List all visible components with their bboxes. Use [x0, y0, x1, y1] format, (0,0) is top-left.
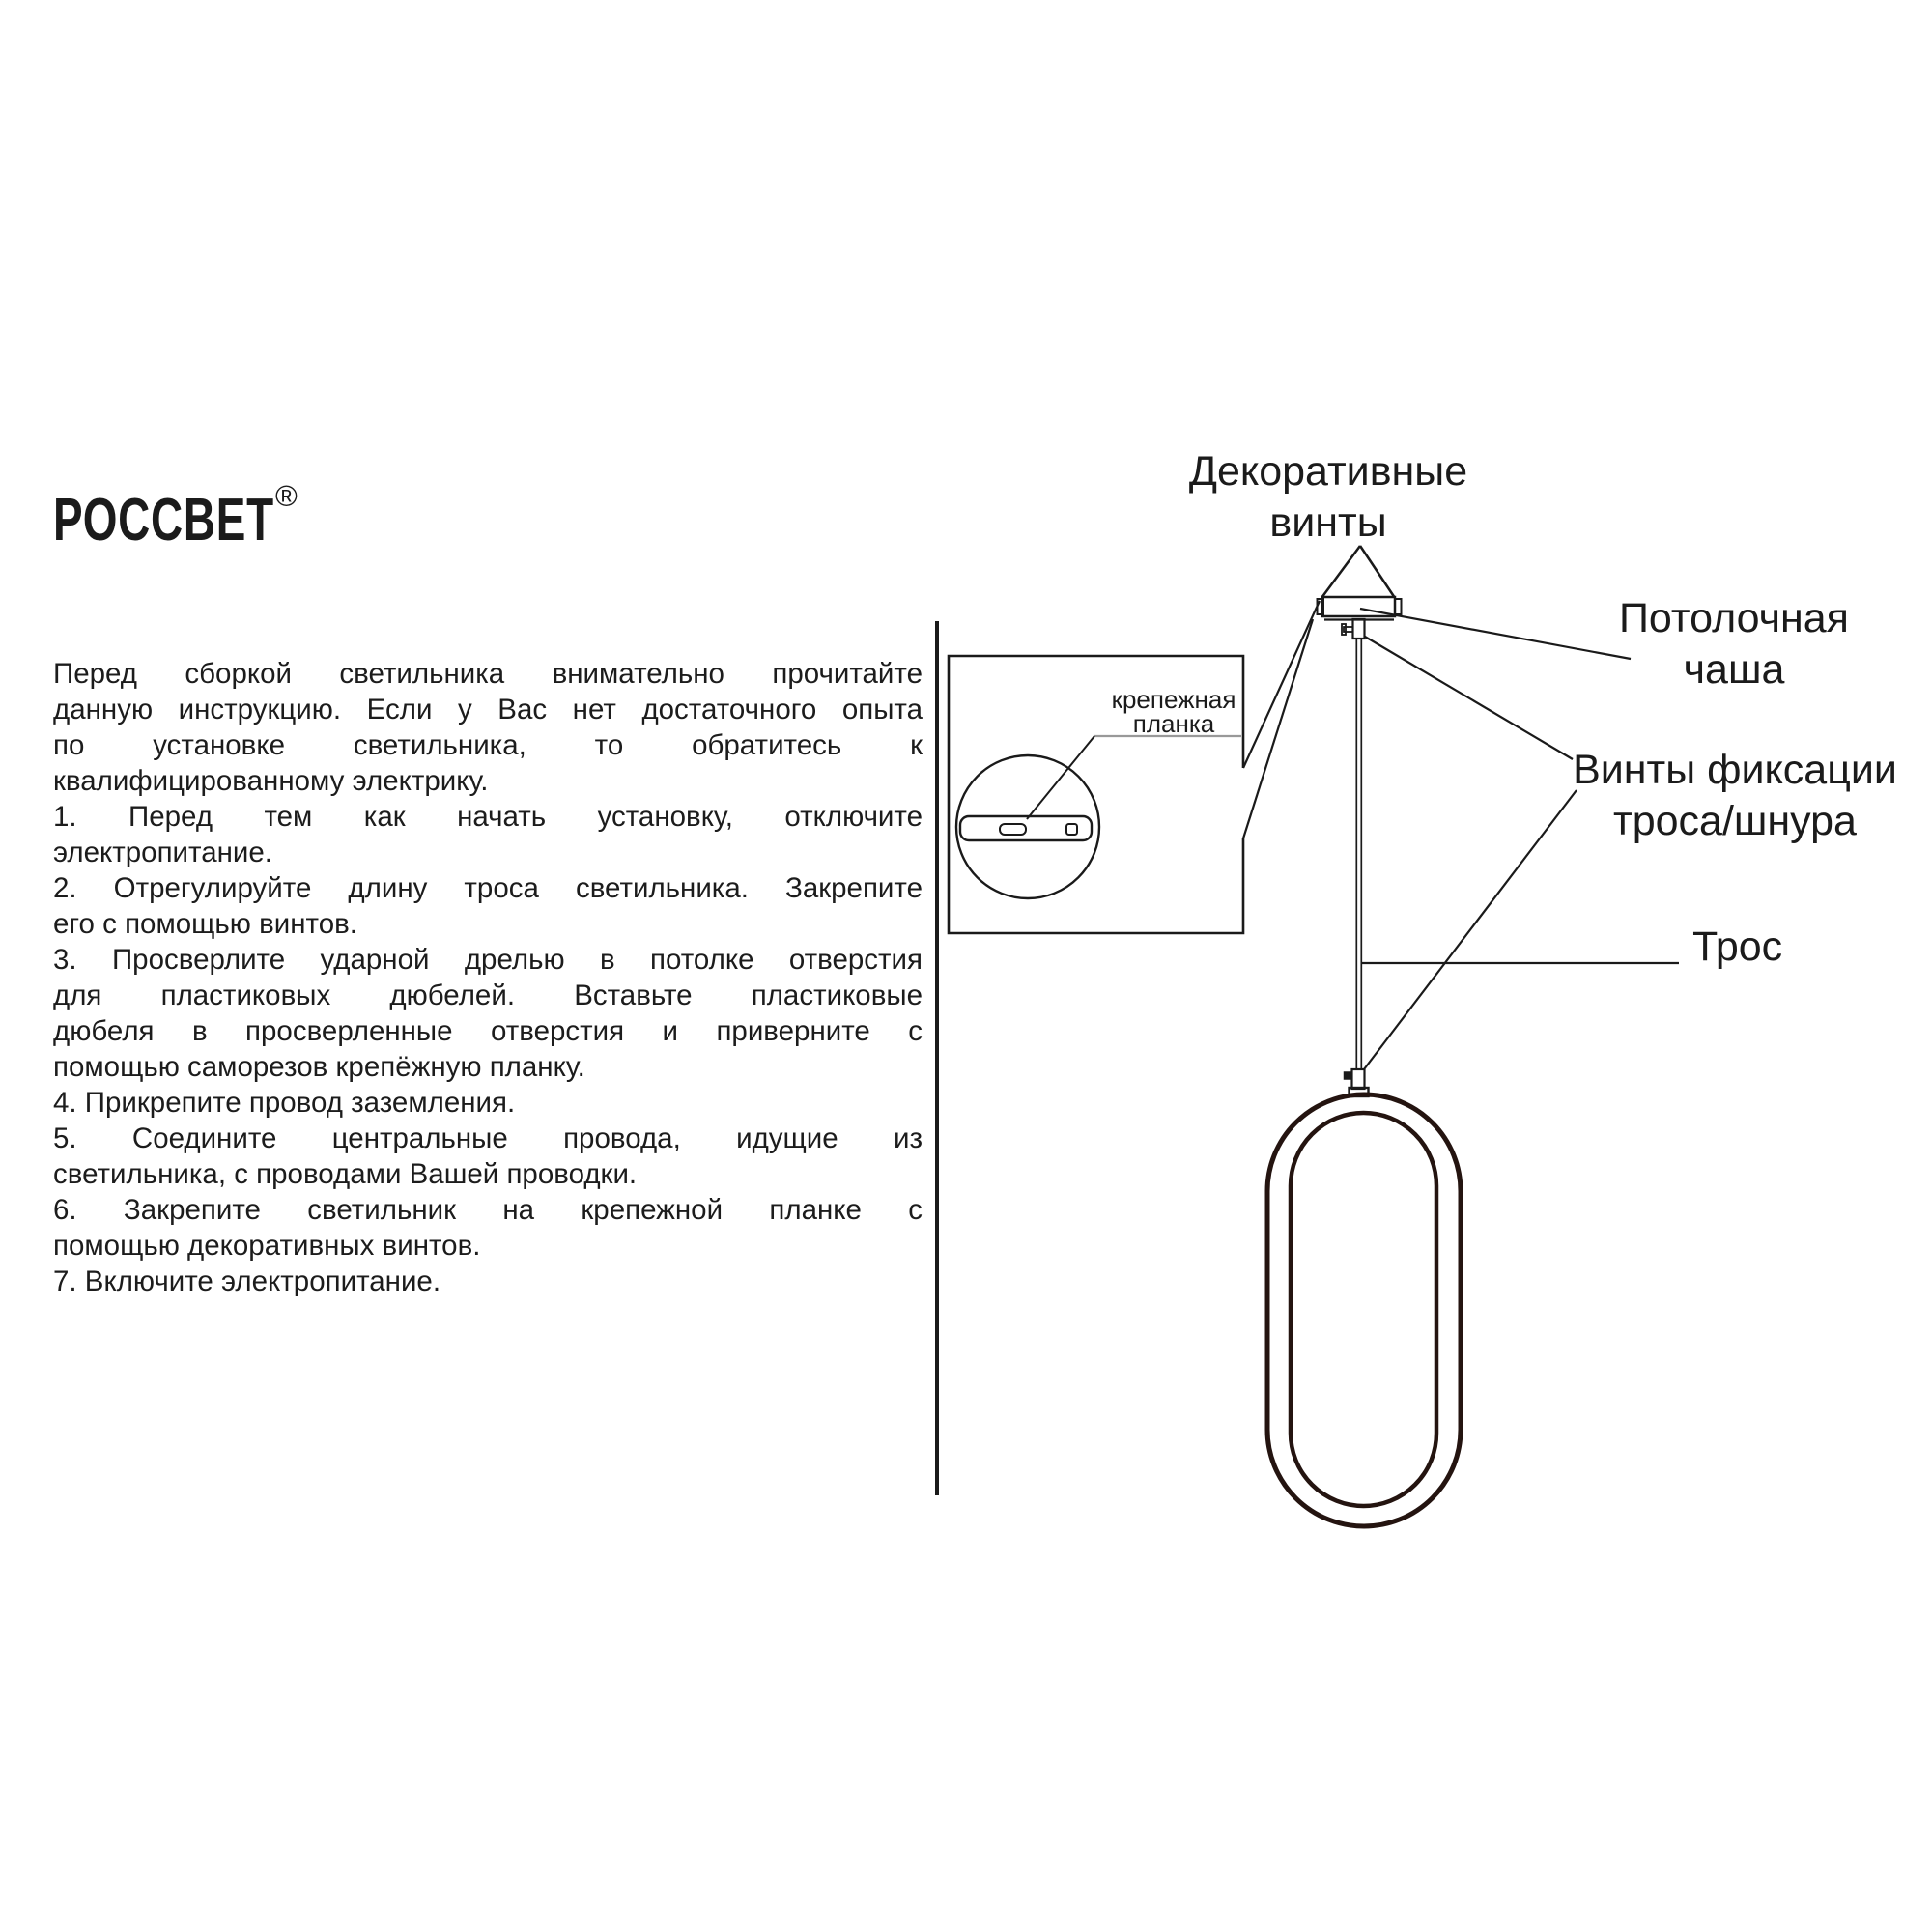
- instruction-line: дюбеля в просверленные отверстия и приве…: [53, 1015, 923, 1047]
- instruction-line: Перед сборкой светильника внимательно пр…: [53, 658, 923, 690]
- instruction-line: 2. Отрегулируйте длину троса светильника…: [53, 872, 923, 904]
- suspension-stem: [1351, 617, 1366, 640]
- instruction-line: 1. Перед тем как начать установку, отклю…: [53, 801, 923, 833]
- instruction-line: его с помощью винтов.: [53, 908, 357, 940]
- cable-lock-screw: [1343, 626, 1354, 633]
- leader-line-decorative-right: [1358, 545, 1397, 599]
- divider-line: [935, 621, 939, 1495]
- lamp-connector: [1350, 1067, 1366, 1091]
- inset-leader-line-b: [1241, 618, 1315, 839]
- instruction-line: электропитание.: [53, 837, 272, 868]
- leader-line-decorative-left: [1320, 545, 1362, 599]
- instructions-block: Перед сборкой светильника внимательно пр…: [53, 656, 923, 1299]
- inset-leader-line-a: [1241, 600, 1321, 769]
- label-ceiling-cup: Потолочная чаша: [1619, 595, 1849, 693]
- mounting-bar-leader-line: [1026, 735, 1095, 820]
- label-decorative-screws: Декоративные винты: [1188, 448, 1468, 546]
- registered-trademark-icon: ®: [275, 479, 298, 513]
- inset-circle: [954, 753, 1101, 900]
- brand-logo: РОССВЕТ ®: [53, 479, 382, 564]
- cable-lock-screw-head: [1341, 623, 1347, 636]
- connector-screw: [1343, 1071, 1352, 1080]
- label-cable: Трос: [1692, 923, 1783, 970]
- brand-name: РОССВЕТ: [53, 487, 274, 554]
- leader-line-fixing-upper: [1364, 636, 1574, 760]
- instruction-line: светильника, с проводами Вашей проводки.: [53, 1158, 638, 1190]
- instruction-line: 7. Включите электропитание.: [53, 1265, 441, 1297]
- instruction-line: 4. Прикрепите провод заземления.: [53, 1087, 516, 1119]
- instruction-line: 5. Соедините центральные провода, идущие…: [53, 1122, 923, 1154]
- instruction-line: помощью саморезов крепёжную планку.: [53, 1051, 585, 1083]
- lamp-ring-inner: [1288, 1110, 1439, 1509]
- lamp-ring-outer: [1264, 1092, 1463, 1529]
- label-mounting-bar: крепежная планка: [1111, 685, 1236, 738]
- instruction-line: помощью декоративных винтов.: [53, 1230, 481, 1262]
- instruction-line: данную инструкцию. Если у Вас нет достат…: [53, 694, 923, 725]
- leader-line-ceiling-cup: [1359, 607, 1632, 661]
- canopy-screw-right: [1394, 598, 1403, 615]
- label-fixing-screws: Винты фиксации троса/шнура: [1573, 747, 1897, 844]
- instruction-line: для пластиковых дюбелей. Вставьте пласти…: [53, 980, 923, 1011]
- mounting-bar-slot: [999, 823, 1027, 836]
- instruction-line: 3. Просверлите ударной дрелью в потолке …: [53, 944, 923, 976]
- instruction-line: 6. Закрепите светильник на крепежной пла…: [53, 1194, 923, 1226]
- mounting-bar-hole: [1065, 823, 1078, 836]
- inset-box: [947, 654, 1245, 935]
- leader-line-fixing-lower: [1363, 789, 1577, 1070]
- instruction-line: по установке светильника, то обратитесь …: [53, 729, 923, 761]
- instruction-line: квалифицированному электрику.: [53, 765, 489, 797]
